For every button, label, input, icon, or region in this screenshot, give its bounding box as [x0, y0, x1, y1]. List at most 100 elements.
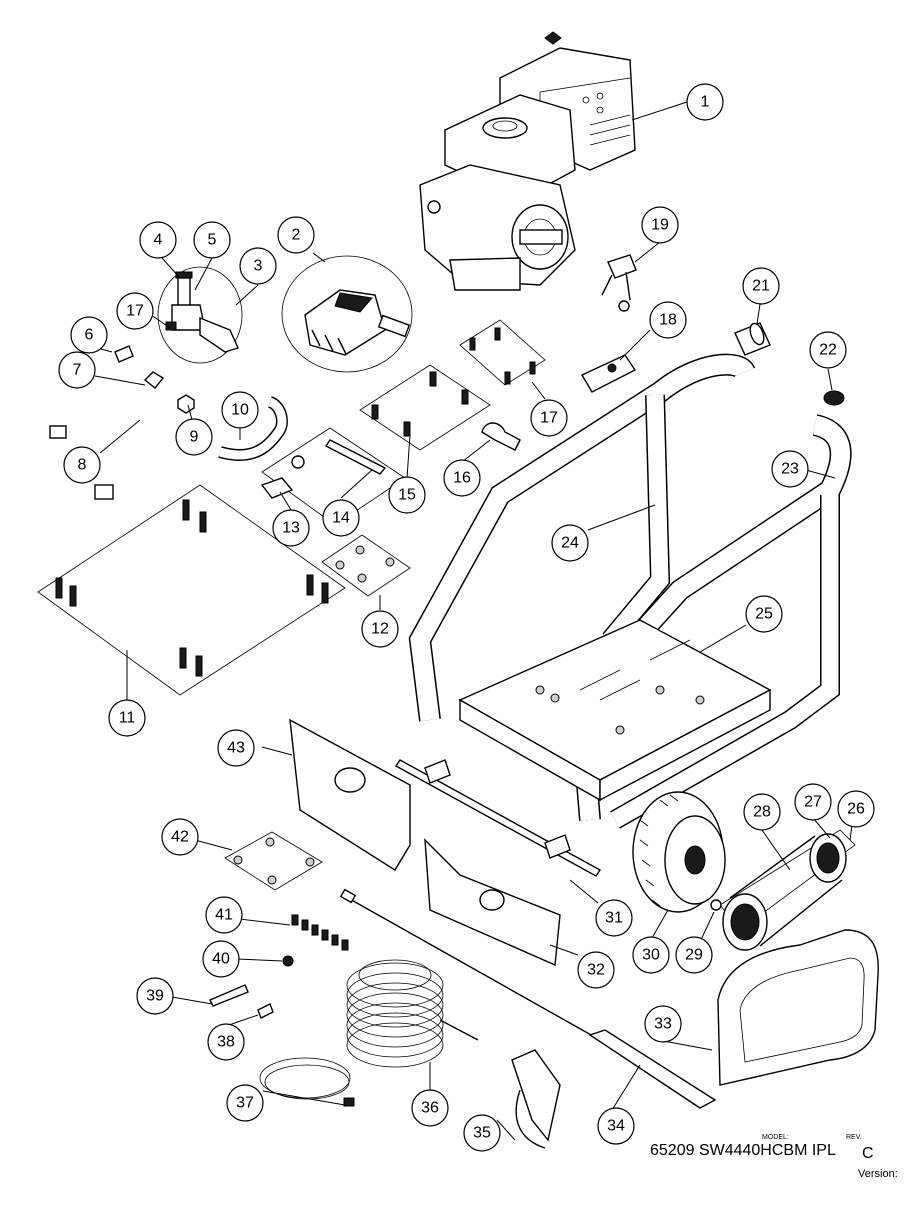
throttle-part: [601, 254, 637, 312]
svg-text:34: 34: [607, 1118, 625, 1135]
balloon-14: 14: [322, 499, 360, 537]
balloon-32: 32: [577, 951, 615, 989]
balloon-30: 30: [632, 936, 670, 974]
version-caption: Version:: [858, 1168, 898, 1180]
balloon-17-hardware: 17: [530, 399, 568, 437]
small-parts: [209, 831, 349, 1019]
balloon-1: 1: [686, 83, 724, 121]
spray-gun-part: [511, 1049, 561, 1149]
balloon-42: 42: [161, 818, 199, 856]
bracket-part: [581, 354, 637, 393]
balloon-17-valve: 17: [116, 292, 154, 330]
belt-guard-part: [717, 929, 879, 1086]
balloon-3: 3: [239, 247, 277, 285]
inlet-hose-part: [49, 411, 170, 500]
svg-text:24: 24: [561, 535, 579, 552]
balloon-10: 10: [221, 391, 259, 429]
sleeve-part: [734, 322, 771, 356]
balloon-19: 19: [641, 206, 679, 244]
svg-text:21: 21: [752, 278, 770, 295]
balloon-21: 21: [742, 267, 780, 305]
svg-text:10: 10: [231, 402, 249, 419]
pressure-hose-part: [346, 959, 479, 1068]
svg-text:17: 17: [540, 410, 558, 427]
balloon-31: 31: [595, 899, 633, 937]
svg-text:12: 12: [371, 621, 389, 638]
svg-text:4: 4: [154, 232, 163, 249]
svg-text:17: 17: [126, 303, 144, 320]
svg-text:3: 3: [254, 258, 263, 275]
balloon-7: 7: [58, 351, 96, 389]
svg-text:40: 40: [212, 951, 230, 968]
fitting-parts: [114, 345, 165, 389]
balloon-8: 8: [63, 446, 101, 484]
nut-part: [177, 394, 195, 414]
svg-text:43: 43: [227, 740, 245, 757]
svg-text:27: 27: [804, 794, 822, 811]
svg-text:18: 18: [659, 312, 677, 329]
svg-text:9: 9: [190, 429, 199, 446]
balloon-37: 37: [226, 1084, 264, 1122]
svg-text:11: 11: [119, 710, 136, 727]
engine-part: [419, 31, 636, 291]
balloon-39: 39: [136, 977, 174, 1015]
belt-drive-part: [719, 829, 856, 951]
hardware-kit-17: [459, 319, 546, 386]
svg-text:8: 8: [78, 457, 87, 474]
svg-text:42: 42: [171, 829, 189, 846]
wheel-part: [632, 791, 726, 913]
svg-text:41: 41: [215, 907, 233, 924]
revision-letter: C: [862, 1145, 874, 1162]
balloon-29: 29: [675, 936, 713, 974]
lance-part: [339, 888, 717, 1109]
svg-text:22: 22: [819, 342, 837, 359]
svg-text:2: 2: [292, 227, 301, 244]
svg-text:16: 16: [453, 470, 471, 487]
balloon-25: 25: [745, 595, 783, 633]
svg-text:38: 38: [217, 1034, 235, 1051]
panel-part: [289, 718, 411, 871]
balloon-9: 9: [175, 418, 213, 456]
svg-text:14: 14: [332, 510, 350, 527]
balloon-28: 28: [743, 793, 781, 831]
balloon-5: 5: [193, 221, 231, 259]
balloon-33: 33: [644, 1005, 682, 1043]
balloon-40: 40: [202, 940, 240, 978]
svg-text:33: 33: [654, 1016, 672, 1033]
balloon-4: 4: [139, 221, 177, 259]
svg-text:19: 19: [651, 217, 669, 234]
balloon-23: 23: [771, 450, 809, 488]
rev-caption: REV.: [846, 1134, 862, 1141]
svg-text:28: 28: [753, 804, 771, 821]
bypass-hose-part: [218, 396, 288, 461]
balloon-2: 2: [277, 216, 315, 254]
axle-part: [394, 759, 602, 877]
clamp-part: [481, 422, 521, 451]
svg-text:1: 1: [701, 94, 710, 111]
balloon-36: 36: [411, 1089, 449, 1127]
svg-text:6: 6: [85, 327, 94, 344]
svg-text:7: 7: [73, 362, 82, 379]
model-caption: MODEL:: [762, 1134, 789, 1141]
washer-part-29: [710, 899, 722, 911]
unloader-valve-part: [157, 266, 243, 364]
svg-text:30: 30: [642, 947, 660, 964]
balloon-35: 35: [463, 1114, 501, 1152]
balloon-38: 38: [207, 1023, 245, 1061]
mounting-plate-part: [424, 838, 561, 967]
svg-text:29: 29: [685, 947, 703, 964]
switch-part-13: [260, 477, 294, 499]
balloon-13: 13: [272, 509, 310, 547]
balloon-16: 16: [443, 459, 481, 497]
svg-text:32: 32: [587, 962, 605, 979]
svg-text:35: 35: [473, 1125, 491, 1142]
frame-part: [408, 353, 852, 829]
hardware-kit-15: [359, 364, 491, 451]
svg-text:13: 13: [282, 520, 300, 537]
balloon-34: 34: [597, 1107, 635, 1145]
balloon-15: 15: [388, 476, 426, 514]
hardware-kit-11: [37, 484, 346, 696]
cap-part: [823, 390, 845, 406]
